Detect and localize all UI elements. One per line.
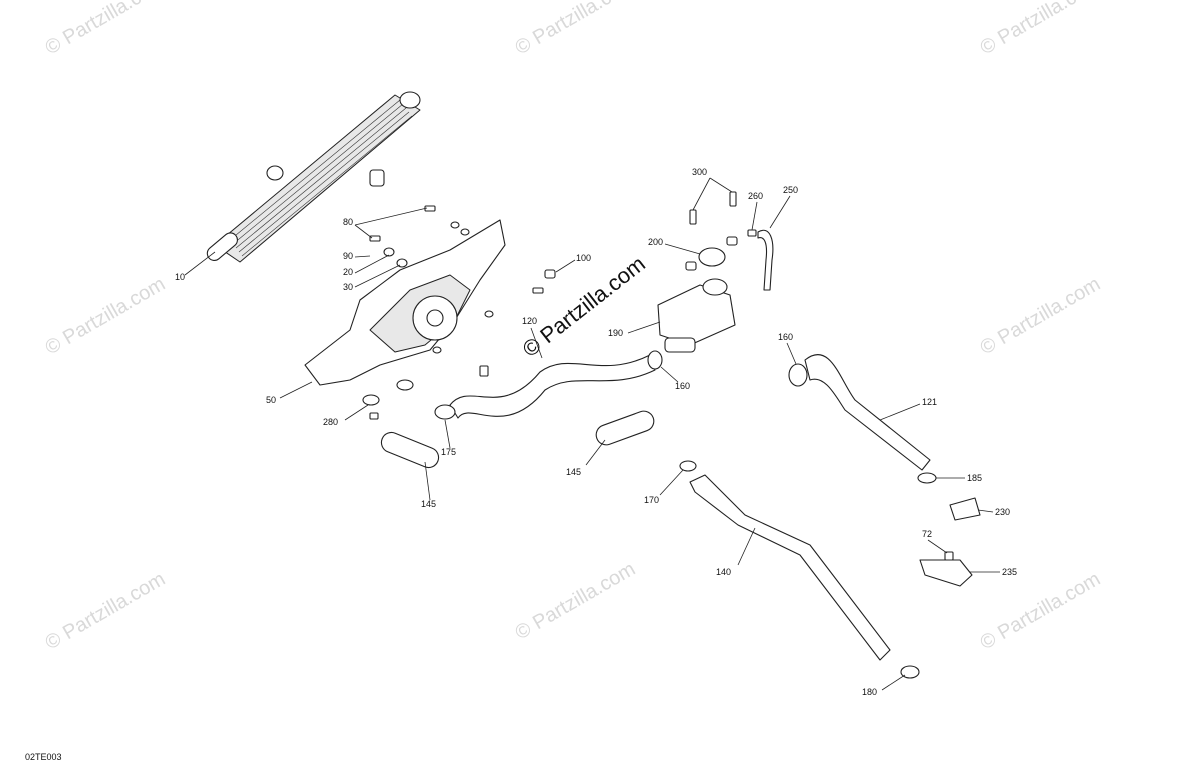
clip-260[interactable] xyxy=(747,229,757,237)
watermark: © Partzilla.com xyxy=(42,0,170,59)
leader-lines xyxy=(184,177,1000,691)
callout-90[interactable]: 90 xyxy=(343,251,353,261)
watermark: © Partzilla.com xyxy=(977,568,1105,654)
callout-50[interactable]: 50 xyxy=(266,395,276,405)
callout-140[interactable]: 140 xyxy=(716,567,731,577)
callout-121[interactable]: 121 xyxy=(922,397,937,407)
fan-shroud-part[interactable] xyxy=(304,219,506,386)
clamp-180[interactable] xyxy=(900,665,920,679)
screws-300[interactable] xyxy=(689,191,737,225)
callout-175[interactable]: 175 xyxy=(441,447,456,457)
callout-160-center[interactable]: 160 xyxy=(675,381,690,391)
callout-145-left[interactable]: 145 xyxy=(421,499,436,509)
breather-hose-250[interactable] xyxy=(757,229,774,291)
callout-300[interactable]: 300 xyxy=(692,167,707,177)
callout-230[interactable]: 230 xyxy=(995,507,1010,517)
coolant-reservoir-part[interactable] xyxy=(657,278,736,353)
callout-250[interactable]: 250 xyxy=(783,185,798,195)
callout-20[interactable]: 20 xyxy=(343,267,353,277)
watermark: © Partzilla.com xyxy=(977,273,1105,359)
long-lower-hose-part[interactable] xyxy=(679,460,920,679)
callout-145-center[interactable]: 145 xyxy=(566,467,581,477)
clamp-ring-160a[interactable] xyxy=(647,350,663,370)
clamp-170[interactable] xyxy=(679,460,697,472)
support-bracket-235[interactable] xyxy=(919,559,973,587)
radiator-core-hatch xyxy=(229,99,413,257)
callout-260[interactable]: 260 xyxy=(748,191,763,201)
center-watermark: © Partzilla.com xyxy=(518,251,650,362)
radiator-part[interactable] xyxy=(204,91,421,263)
callout-200[interactable]: 200 xyxy=(648,237,663,247)
bolt-90[interactable] xyxy=(369,235,381,242)
callout-235[interactable]: 235 xyxy=(1002,567,1017,577)
callout-280[interactable]: 280 xyxy=(323,417,338,427)
callout-10[interactable]: 10 xyxy=(175,272,185,282)
callout-185[interactable]: 185 xyxy=(967,473,982,483)
callout-30[interactable]: 30 xyxy=(343,282,353,292)
callout-160-right[interactable]: 160 xyxy=(778,332,793,342)
fasteners-group xyxy=(362,205,556,420)
callout-170[interactable]: 170 xyxy=(644,495,659,505)
lower-right-hose-part[interactable] xyxy=(788,354,931,471)
watermark: © Partzilla.com xyxy=(512,0,640,59)
clamp-ring-160b[interactable] xyxy=(788,363,808,387)
upper-hose-part[interactable] xyxy=(434,354,656,420)
watermark: © Partzilla.com xyxy=(512,558,640,644)
watermark: © Partzilla.com xyxy=(42,273,170,359)
nut-100[interactable] xyxy=(544,269,556,279)
short-hose-left-part[interactable] xyxy=(378,429,441,470)
clamp-185[interactable] xyxy=(917,472,937,484)
callout-120[interactable]: 120 xyxy=(522,316,537,326)
watermark: © Partzilla.com xyxy=(42,568,170,654)
clamp-175[interactable] xyxy=(434,404,456,420)
reservoir-cap-200[interactable] xyxy=(698,247,726,267)
bracket-230[interactable] xyxy=(949,497,981,521)
callout-190[interactable]: 190 xyxy=(608,328,623,338)
washer-20[interactable] xyxy=(383,247,395,257)
grommet-280[interactable] xyxy=(362,394,380,406)
callout-72[interactable]: 72 xyxy=(922,529,932,539)
short-hose-center-part[interactable] xyxy=(593,408,656,447)
callout-labels: 10 80 90 20 30 50 280 175 145 100 120 16… xyxy=(175,167,1017,697)
callout-180[interactable]: 180 xyxy=(862,687,877,697)
diagram-code: 02TE003 xyxy=(25,752,62,762)
bolt-72[interactable] xyxy=(944,551,954,561)
watermark: © Partzilla.com xyxy=(977,0,1105,59)
callout-100[interactable]: 100 xyxy=(576,253,591,263)
callout-80[interactable]: 80 xyxy=(343,217,353,227)
